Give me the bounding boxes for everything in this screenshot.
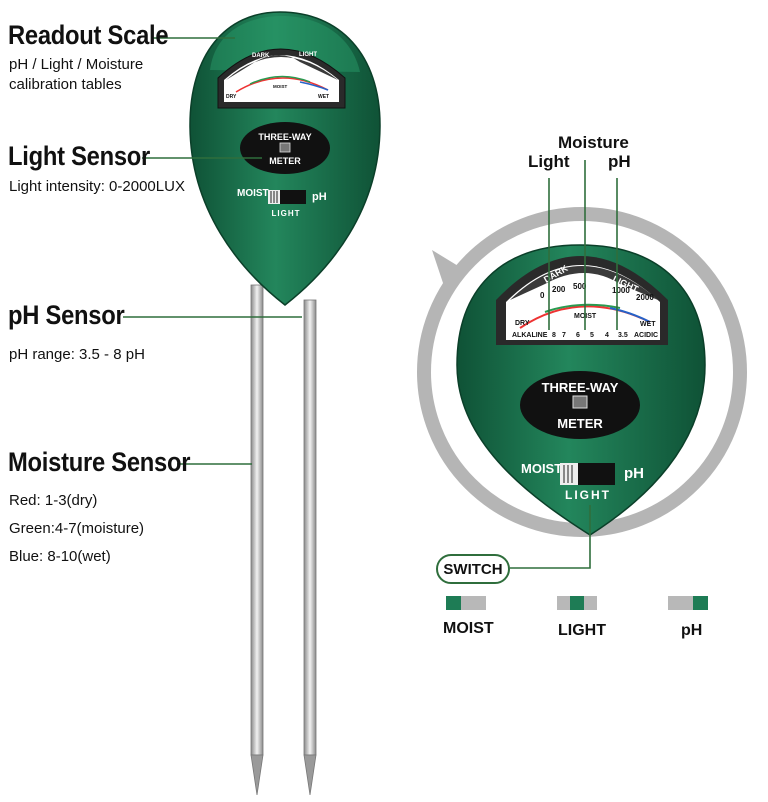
moisture-line2: Green:4-7(moisture): [9, 520, 145, 537]
moisture-title: Moisture Sensor: [8, 447, 191, 477]
brand-line2: METER: [557, 416, 603, 431]
dial-acidic: ACIDIC: [634, 332, 658, 339]
switch-light: LIGHT: [565, 488, 611, 502]
switch-moist-icon: [446, 596, 486, 610]
switch-ph-icon: [668, 596, 708, 610]
dial-dry: DRY: [515, 320, 530, 327]
meter-body: DARK LIGHT DRY WET MOIST THREE-WAY METER…: [189, 11, 381, 306]
readout-line1: pH / Light / Moisture: [9, 56, 144, 73]
switch-ph-small: pH: [312, 191, 327, 203]
lux-tick-200: 200: [552, 285, 566, 294]
ph-tick-5: 5: [590, 332, 594, 339]
switch-light-icon: [557, 596, 597, 610]
svg-text:DRY: DRY: [226, 94, 237, 100]
ph-tick-3.5: 3.5: [618, 332, 628, 339]
switch-light-label: LIGHT: [558, 622, 606, 639]
switch-callout-label: SWITCH: [443, 561, 503, 578]
light-line1: Light intensity: 0-2000LUX: [9, 178, 185, 195]
readout-line2: calibration tables: [9, 76, 122, 93]
brand-line1-small: THREE-WAY: [258, 132, 311, 142]
ph-tick-6: 6: [576, 332, 580, 339]
dial-dark-label: DARK: [252, 53, 270, 59]
switch-callout: SWITCH: [436, 554, 510, 584]
light-title: Light Sensor: [8, 141, 151, 171]
moisture-line1: Red: 1-3(dry): [9, 492, 98, 509]
switch-moist-small: MOIST: [237, 188, 269, 199]
ph-line1: pH range: 3.5 - 8 pH: [9, 346, 145, 363]
lux-tick-2000: 2000: [636, 293, 654, 302]
switch-ph-label: pH: [681, 622, 703, 639]
ph-pointer-label: pH: [608, 152, 631, 171]
lux-tick-500: 500: [573, 282, 587, 291]
ph-title: pH Sensor: [8, 300, 125, 330]
magnified-view: DARK LIGHT DRY WET MOIST ALKALINE ACIDIC…: [417, 160, 747, 569]
svg-text:MOIST: MOIST: [273, 84, 288, 89]
dial-alkaline: ALKALINE: [512, 332, 548, 339]
readout-title: Readout Scale: [8, 20, 169, 50]
brand-line2-small: METER: [269, 156, 301, 166]
switch-moist-label: MOIST: [443, 620, 494, 637]
light-pointer-label: Light: [528, 152, 570, 171]
ph-tick-8: 8: [552, 332, 556, 339]
moisture-line3: Blue: 8-10(wet): [9, 548, 111, 565]
lux-tick-1000: 1000: [612, 286, 630, 295]
switch-moist: MOIST: [521, 461, 562, 476]
brand-line1: THREE-WAY: [542, 380, 619, 395]
lux-tick-0: 0: [540, 291, 545, 300]
ph-tick-7: 7: [562, 332, 566, 339]
dial-wet: WET: [640, 321, 656, 328]
lux-tick-labels: 0 200 500 1000 2000: [540, 282, 654, 302]
switch-ph: pH: [624, 465, 644, 482]
svg-text:WET: WET: [318, 94, 329, 100]
moisture-probe: [250, 284, 264, 796]
switch-light-small: LIGHT: [272, 209, 301, 218]
dial-light-label: LIGHT: [299, 52, 317, 58]
ph-tick-4: 4: [605, 332, 609, 339]
ph-probe: [303, 299, 317, 796]
moisture-pointer-label: Moisture: [558, 133, 629, 152]
